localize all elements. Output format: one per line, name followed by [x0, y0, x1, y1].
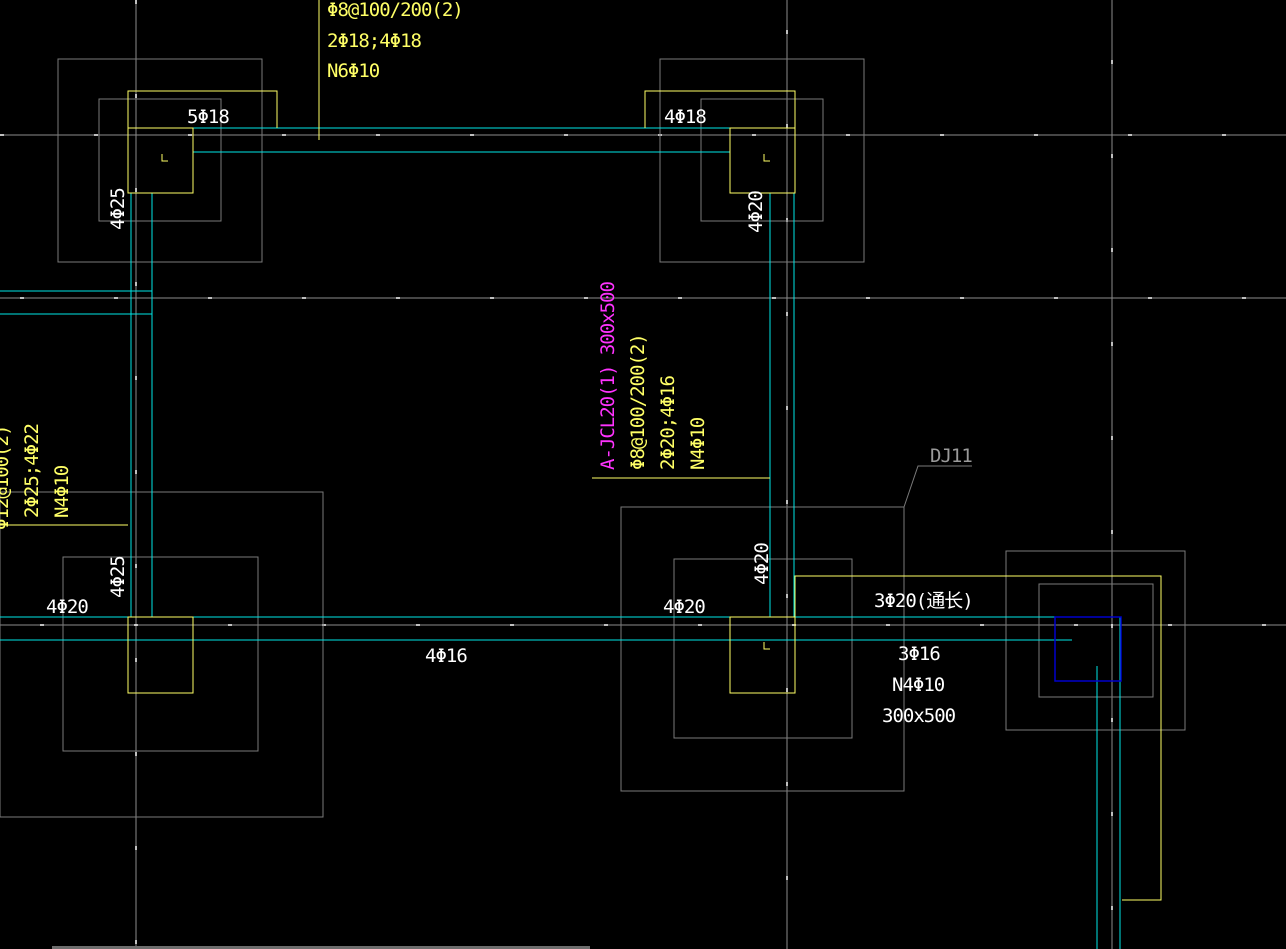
horizontal-scrollbar[interactable] [52, 946, 590, 949]
column-tr[interactable] [729, 127, 796, 194]
leader-tr-bars [644, 90, 796, 128]
label-left-stirrup[interactable]: Φ12@100(2) [0, 426, 13, 530]
foundation-beams [0, 127, 1121, 949]
column-br[interactable] [729, 616, 796, 694]
label-footing-tag[interactable]: DJ11 [930, 445, 973, 467]
footing-tag-leader [903, 465, 972, 508]
label-right-section[interactable]: 300x500 [882, 705, 957, 727]
label-top-waist[interactable]: N6Φ10 [327, 60, 381, 82]
label-right-waist[interactable]: N4Φ10 [892, 674, 946, 696]
columns [127, 127, 1122, 694]
column-bl[interactable] [127, 616, 194, 694]
footing-bl-outer[interactable] [0, 491, 324, 818]
footings [0, 58, 1186, 818]
label-bl-bottom-bars[interactable]: 4Φ20 [46, 596, 89, 618]
label-bottom-beam-bars[interactable]: 4Φ16 [425, 645, 468, 667]
footing-tl-outer[interactable] [57, 58, 263, 263]
label-br-side-bars[interactable]: 4Φ20 [751, 543, 773, 585]
label-tl-top-bars[interactable]: 5Φ18 [187, 106, 230, 128]
label-beam-name[interactable]: A-JCL20(1) 300x500 [597, 282, 619, 470]
column-tr-mark [763, 154, 770, 162]
leader-right-bars [794, 575, 1162, 901]
label-tl-side-bars[interactable]: 4Φ25 [107, 188, 129, 230]
label-right-bot-bars[interactable]: 3Φ16 [898, 643, 941, 665]
label-br-bottom-bars[interactable]: 4Φ20 [663, 596, 706, 618]
label-bl-side-bars[interactable]: 4Φ25 [107, 556, 129, 598]
leader-lines [0, 0, 1162, 901]
label-beam-bars[interactable]: 2Φ20;4Φ16 [657, 375, 679, 470]
label-top-bars[interactable]: 2Φ18;4Φ18 [327, 30, 423, 52]
label-right-top-bars[interactable]: 3Φ20(通长) [874, 590, 974, 612]
label-beam-waist[interactable]: N4Φ10 [687, 417, 709, 470]
column-r-selected[interactable] [1054, 616, 1122, 682]
column-tl[interactable] [127, 127, 194, 194]
column-br-mark [763, 642, 770, 650]
label-top-stirrup[interactable]: Φ8@100/200(2) [327, 0, 464, 21]
leader-tl-bars [127, 90, 278, 128]
footing-tr-outer[interactable] [659, 58, 865, 263]
footing-bl-inner[interactable] [62, 556, 259, 752]
annotations: Φ8@100/200(2) 2Φ18;4Φ18 N6Φ10 5Φ18 4Φ18 … [0, 0, 974, 727]
label-left-waist[interactable]: N4Φ10 [51, 465, 73, 518]
footing-tr-inner[interactable] [700, 98, 824, 222]
label-beam-stirrup[interactable]: Φ8@100/200(2) [627, 334, 649, 470]
footing-br-inner[interactable] [673, 558, 853, 739]
footing-br-outer[interactable] [620, 506, 905, 792]
label-tr-top-bars[interactable]: 4Φ18 [664, 106, 707, 128]
label-tr-side-bars[interactable]: 4Φ20 [745, 191, 767, 233]
label-left-bars[interactable]: 2Φ25;4Φ22 [21, 424, 43, 518]
footing-tl-inner[interactable] [98, 98, 222, 222]
column-tl-mark [161, 154, 168, 162]
